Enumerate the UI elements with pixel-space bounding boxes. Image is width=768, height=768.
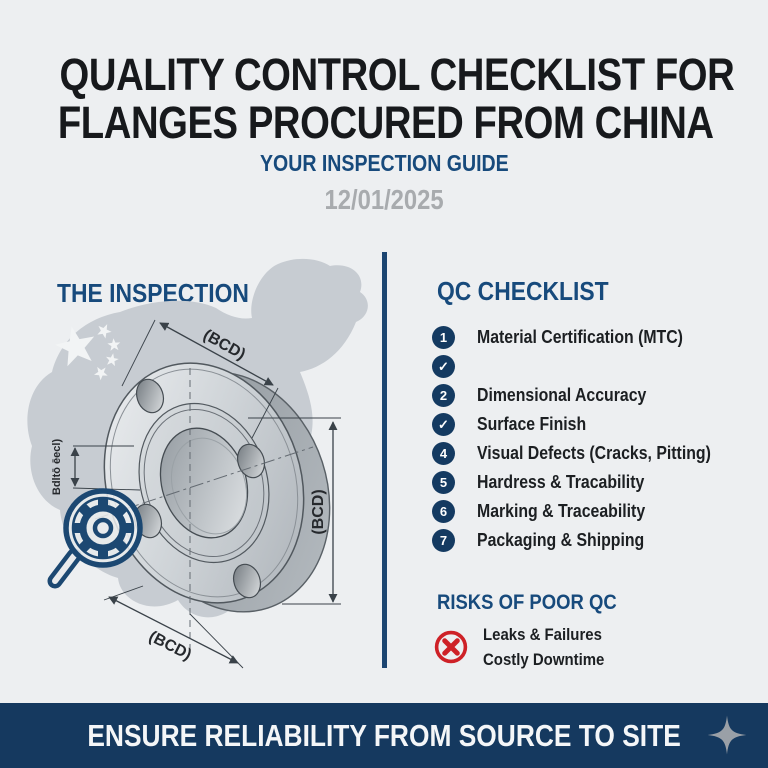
flange-inspection-illustration: (BCD) (BCD) (BCD) Bdltō ēecl) xyxy=(27,258,368,669)
item-number-badge: 4 xyxy=(432,442,455,465)
subtitle: YOUR INSPECTION GUIDE xyxy=(0,150,768,177)
item-number-badge: 2 xyxy=(432,384,455,407)
checklist-item: 2 Dimensional Accuracy xyxy=(432,384,762,407)
checklist-item: 5 Hardress & Tracability xyxy=(432,471,762,494)
checklist-item: 6 Marking & Traceability xyxy=(432,500,762,523)
footer-banner-label: ENSURE RELIABILITY FROM SOURCE TO SITE xyxy=(35,718,733,754)
item-label-text: Material Certification (MTC) xyxy=(477,327,683,347)
date-text: 12/01/2025 xyxy=(324,184,444,215)
item-number-badge: 6 xyxy=(432,500,455,523)
sparkle-icon xyxy=(707,715,747,755)
check-badge: ✓ xyxy=(432,355,455,378)
item-number-badge: 7 xyxy=(432,529,455,552)
page-title-line2-text: FLANGES PROCURED FROM CHINA xyxy=(57,97,714,148)
item-label-text: Packaging & Shipping xyxy=(477,530,645,550)
item-label-text: Marking & Traceability xyxy=(477,501,646,521)
item-label: Material Certification (MTC) xyxy=(477,327,711,348)
risk-item: Leaks & Failures Costly Downtime xyxy=(433,622,621,672)
risk-line-1: Leaks & Failures xyxy=(483,622,621,647)
page-title-line2: FLANGES PROCURED FROM CHINA xyxy=(0,100,768,145)
item-label-text: Dimensional Accuracy xyxy=(477,385,647,405)
flange-drawing xyxy=(94,362,331,648)
dim-label-left: Bdltō ēecl) xyxy=(51,439,63,496)
risk-labels: Leaks & Failures Costly Downtime xyxy=(483,622,621,672)
item-label: Dimensional Accuracy xyxy=(477,385,669,406)
checklist-item: 7 Packaging & Shipping xyxy=(432,529,762,552)
inspection-heading: THE INSPECTION xyxy=(57,280,275,306)
page-title-line1-text: QUALITY CONTROL CHECKLIST FOR xyxy=(59,49,735,100)
item-number-badge: 1 xyxy=(432,326,455,349)
gear-icon xyxy=(73,498,133,558)
checklist-item: 4 Visual Defects (Cracks, Pitting) xyxy=(432,442,762,465)
dim-label-right: (BCD) xyxy=(310,489,327,534)
inspection-heading-text: THE INSPECTION xyxy=(57,278,249,308)
dim-label-bottom: (BCD) xyxy=(146,628,194,664)
item-number-badge: 5 xyxy=(432,471,455,494)
item-label: Marking & Traceability xyxy=(477,501,668,522)
checklist-heading: QC CHECKLIST xyxy=(437,278,632,304)
footer-banner-text: ENSURE RELIABILITY FROM SOURCE TO SITE xyxy=(87,717,681,753)
checklist-item: ✓ xyxy=(432,355,762,378)
checklist-item: 1 Material Certification (MTC) xyxy=(432,326,762,349)
item-label-text: Visual Defects (Cracks, Pitting) xyxy=(477,443,711,463)
item-label-text: Surface Finish xyxy=(477,414,587,434)
subtitle-text: YOUR INSPECTION GUIDE xyxy=(259,150,509,176)
vertical-divider xyxy=(382,252,387,668)
page-title-line1: QUALITY CONTROL CHECKLIST FOR xyxy=(0,52,768,97)
magnifier-gear-icon xyxy=(47,488,143,589)
x-circle-icon xyxy=(434,630,468,664)
risk-line-2: Costly Downtime xyxy=(483,647,621,672)
item-label: Surface Finish xyxy=(477,414,601,435)
date-label: 12/01/2025 xyxy=(0,184,768,216)
risks-heading: RISKS OF POOR QC xyxy=(437,591,641,615)
item-label: Hardress & Tracability xyxy=(477,472,667,493)
qc-checklist: 1 Material Certification (MTC) ✓ 2 Dimen… xyxy=(432,326,762,558)
check-badge: ✓ xyxy=(432,413,455,436)
item-label: Packaging & Shipping xyxy=(477,530,667,551)
risk-line-1-text: Leaks & Failures xyxy=(483,625,602,644)
checklist-heading-text: QC CHECKLIST xyxy=(437,276,609,306)
footer-banner: ENSURE RELIABILITY FROM SOURCE TO SITE xyxy=(0,703,768,768)
item-label-text: Hardress & Tracability xyxy=(477,472,645,492)
checklist-item: ✓ Surface Finish xyxy=(432,413,762,436)
risks-heading-text: RISKS OF POOR QC xyxy=(437,591,617,614)
risk-line-2-text: Costly Downtime xyxy=(483,650,605,669)
item-label: Visual Defects (Cracks, Pitting) xyxy=(477,443,743,464)
